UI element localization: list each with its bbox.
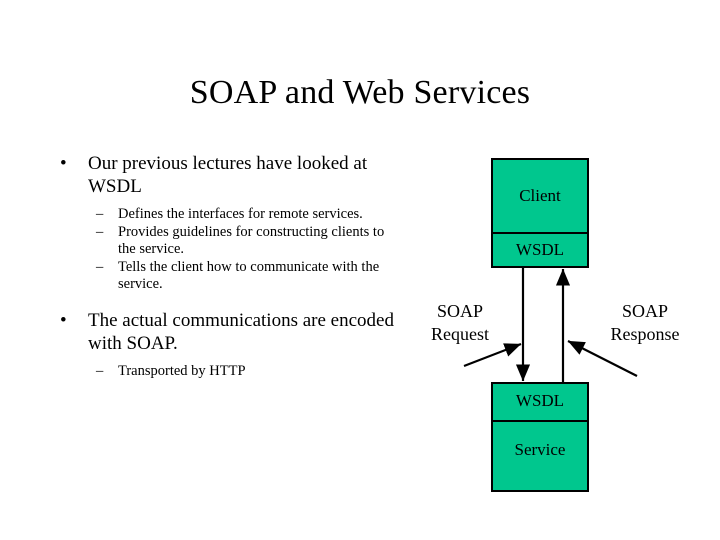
dash-marker-icon: –: [96, 259, 104, 275]
soap-request-label-line2: Request: [431, 324, 489, 344]
sub-bullet-item-2-1: – Transported by HTTP: [88, 363, 395, 380]
bullet-marker-icon: •: [60, 310, 67, 331]
service-box-divider: [493, 420, 587, 422]
sub-bullet-item-1-1: – Defines the interfaces for remote serv…: [88, 206, 395, 223]
bullet-item-1: • Our previous lectures have looked at W…: [50, 152, 395, 293]
response-label-pointer-arrow: [567, 340, 638, 377]
client-box: Client WSDL: [491, 158, 589, 268]
dash-marker-icon: –: [96, 224, 104, 240]
sub-bullet-item-1-2: – Provides guidelines for constructing c…: [88, 224, 395, 258]
sub-bullet-item-2-1-text: Transported by HTTP: [118, 363, 246, 379]
page-title: SOAP and Web Services: [189, 74, 531, 111]
bullet-item-2: • The actual communications are encoded …: [50, 309, 395, 380]
service-box: WSDL Service: [491, 382, 589, 492]
service-box-label: Service: [514, 440, 566, 459]
bullet-item-2-text: The actual communications are encoded wi…: [88, 310, 394, 354]
client-wsdl-label: WSDL: [515, 240, 565, 259]
soap-response-label-line1: SOAP: [621, 301, 669, 321]
soap-request-label-line1: SOAP: [436, 301, 484, 321]
bullet-list-level-1: • Our previous lectures have looked at W…: [50, 152, 395, 380]
dash-marker-icon: –: [96, 206, 104, 222]
soap-response-label: SOAP Response: [580, 300, 710, 346]
request-label-pointer-arrow: [463, 342, 522, 368]
sub-bullet-item-1-2-text: Provides guidelines for constructing cli…: [118, 224, 385, 257]
bullet-list-level-2-group-2: – Transported by HTTP: [88, 363, 395, 380]
client-box-divider: [493, 232, 587, 234]
service-wsdl-label: WSDL: [515, 391, 565, 410]
bullet-content: • Our previous lectures have looked at W…: [50, 152, 395, 382]
soap-request-label: SOAP Request: [404, 300, 516, 346]
client-box-label: Client: [519, 186, 561, 205]
soap-response-label-line2: Response: [610, 324, 680, 344]
bullet-list-level-2-group-1: – Defines the interfaces for remote serv…: [88, 206, 395, 293]
sub-bullet-item-1-3-text: Tells the client how to communicate with…: [118, 259, 380, 292]
bullet-marker-icon: •: [60, 153, 67, 174]
bullet-item-1-text: Our previous lectures have looked at WSD…: [88, 153, 368, 197]
sub-bullet-item-1-1-text: Defines the interfaces for remote servic…: [118, 206, 363, 222]
dash-marker-icon: –: [96, 363, 104, 379]
sub-bullet-item-1-3: – Tells the client how to communicate wi…: [88, 259, 395, 293]
